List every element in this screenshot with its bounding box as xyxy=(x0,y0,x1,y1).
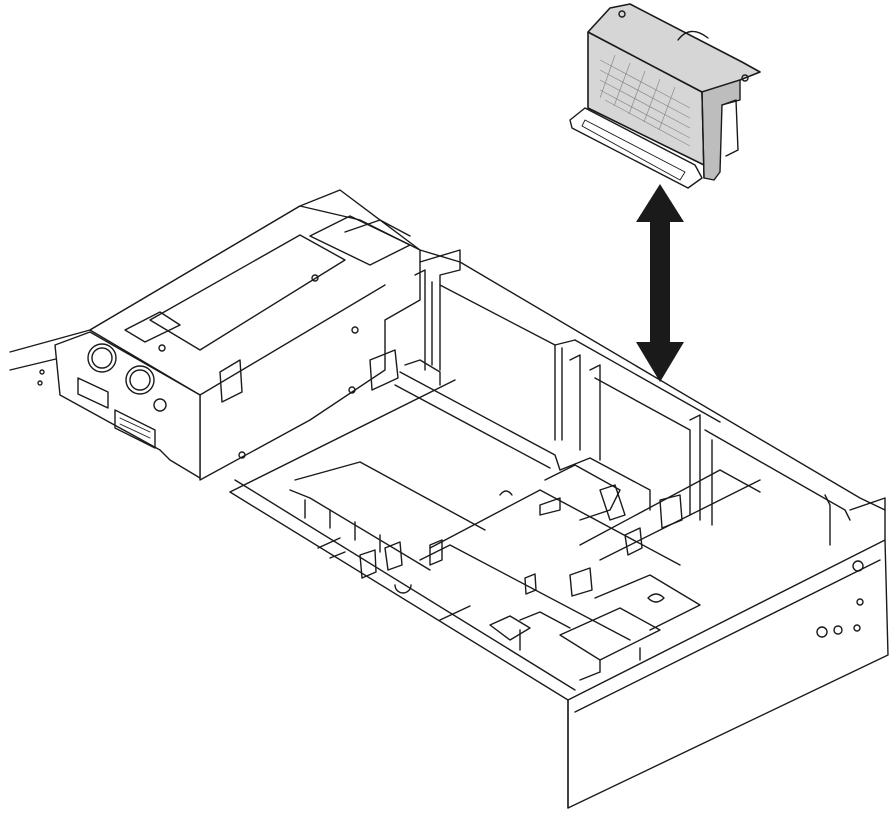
double-vertical-arrow-icon xyxy=(636,184,684,382)
riser-side-bracket xyxy=(701,79,741,181)
riser-cage-part xyxy=(569,3,761,189)
riser-slot-frames xyxy=(414,249,851,546)
server-chassis xyxy=(9,189,889,809)
riser-base-plate xyxy=(569,107,703,189)
rear-io-panel xyxy=(54,331,201,479)
system-board xyxy=(289,457,761,673)
riser-texture xyxy=(599,54,691,147)
